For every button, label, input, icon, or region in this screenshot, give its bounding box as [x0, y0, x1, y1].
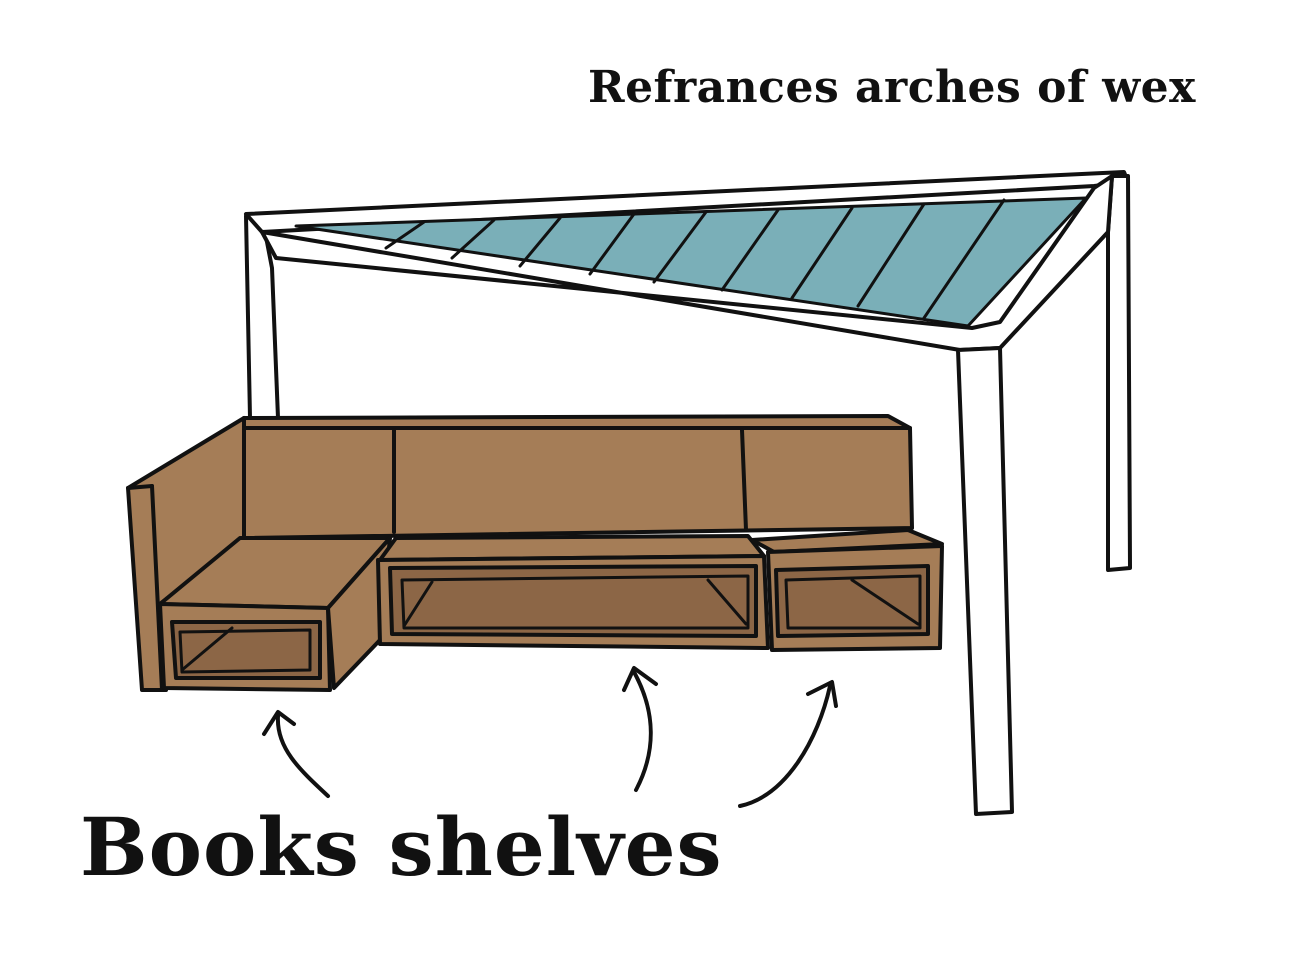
- curved-up-arrow-icon: [622, 666, 658, 792]
- roof-glass: [294, 196, 1088, 328]
- pointer-arrows: [262, 666, 838, 808]
- roof-glass-panel: [294, 196, 1088, 328]
- shelf-middle: [388, 564, 758, 638]
- shelf-left: [170, 620, 322, 680]
- shelf-right: [774, 564, 930, 638]
- curved-up-arrow-icon: [262, 710, 330, 798]
- sofa-backrest: [242, 414, 914, 540]
- pergola-front-post: [956, 346, 1014, 816]
- curved-up-arrow-icon: [738, 680, 838, 808]
- bottom-annotation-label: Books shelves: [80, 800, 723, 894]
- bookshelves: [170, 564, 930, 680]
- pergola: [244, 170, 1132, 816]
- roof-glass-slats: [384, 198, 1006, 320]
- top-annotation-label: Refrances arches of wex: [588, 62, 1196, 113]
- sofa-right-seat-top: [750, 528, 944, 554]
- sofa: [126, 414, 944, 692]
- pergola-right-post: [1106, 174, 1132, 572]
